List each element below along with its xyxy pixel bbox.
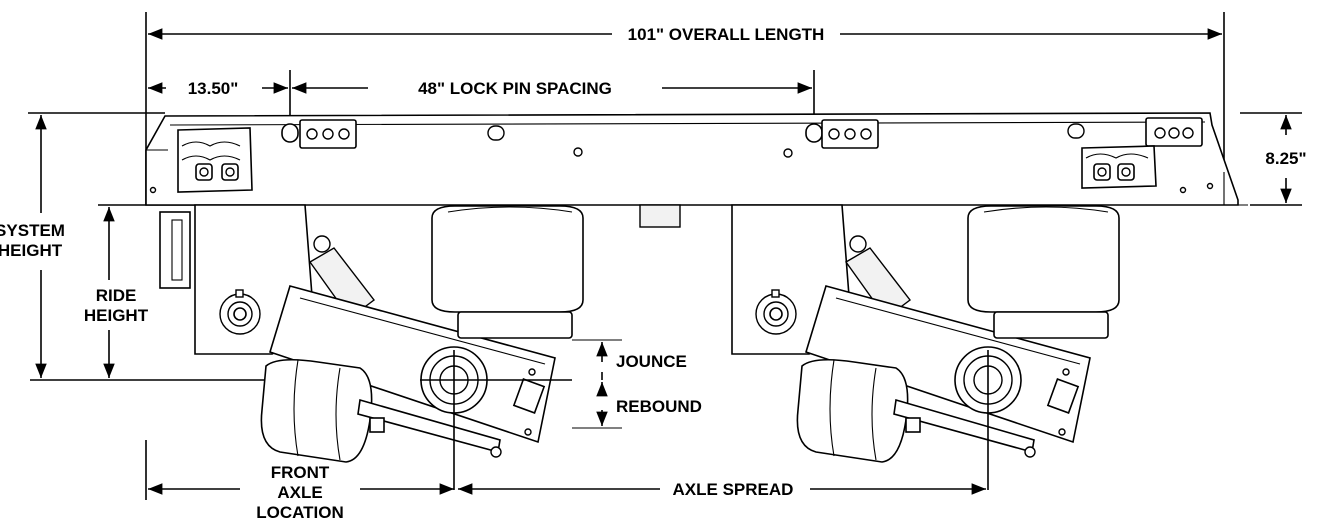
ride-height-label-line1: RIDE	[96, 286, 137, 305]
system-height-label-line2: HEIGHT	[0, 241, 63, 260]
lock-pin-rear	[805, 119, 879, 149]
overall-length-label: 101" OVERALL LENGTH	[628, 25, 825, 44]
system-height-label-line1: SYSTEM	[0, 221, 65, 240]
axle-spread-label: AXLE SPREAD	[673, 480, 794, 499]
ride-height-label-line2: HEIGHT	[84, 306, 149, 325]
front-axle-assembly	[159, 204, 584, 490]
front-offset-label: 13.50"	[188, 79, 239, 98]
front-axle-location-dimension	[145, 440, 454, 500]
frame-height-label: 8.25"	[1265, 149, 1306, 168]
front-pin-bracket	[177, 127, 253, 193]
rear-pin-bracket	[1081, 145, 1157, 189]
lock-pin-front	[281, 119, 357, 149]
lock-pin-spacing-label: 48" LOCK PIN SPACING	[418, 79, 612, 98]
rebound-label: REBOUND	[616, 397, 702, 416]
front-axle-label-line2: AXLE	[277, 483, 322, 502]
front-axle-label-line1: FRONT	[271, 463, 330, 482]
jounce-rebound-dimension	[572, 339, 622, 429]
rear-end-plate	[1145, 117, 1203, 147]
front-axle-label-line3: LOCATION	[256, 503, 344, 522]
frame-height-dimension	[1240, 112, 1302, 206]
rear-axle-assembly	[731, 204, 1120, 490]
jounce-label: JOUNCE	[616, 352, 687, 371]
